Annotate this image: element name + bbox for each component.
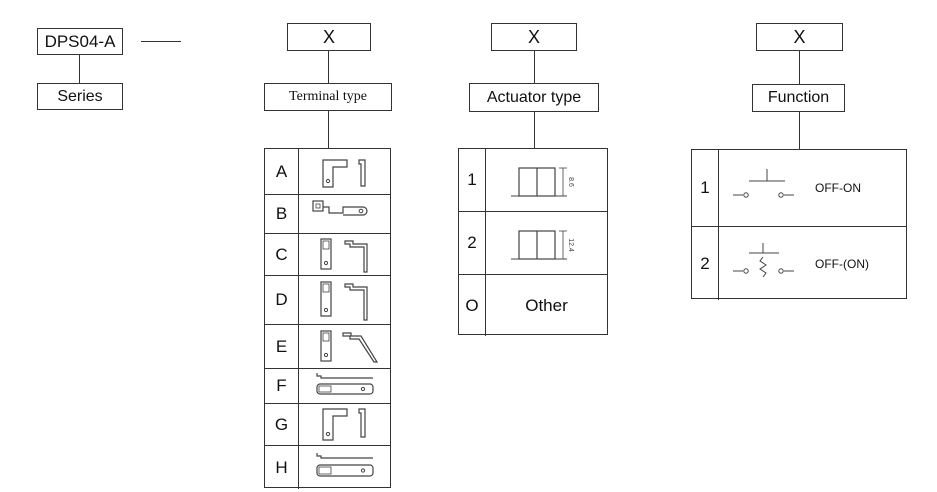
function-table: 1 OFF-ON 2 OFF-(ON	[691, 149, 907, 300]
terminal-placeholder: X	[322, 26, 335, 47]
terminal-c-icon	[299, 234, 390, 275]
function-placeholder: X	[793, 26, 806, 47]
actuator-connector-bottom	[534, 112, 535, 148]
function-label: Function	[767, 89, 830, 106]
terminal-code-b: B	[265, 195, 299, 233]
actuator-placeholder: X	[527, 26, 540, 47]
terminal-g-icon	[299, 404, 390, 445]
terminal-row-d: D	[265, 276, 390, 325]
actuator-row-1: 1 8.6	[459, 149, 607, 212]
terminal-row-h: H	[265, 446, 390, 489]
function-2-text: OFF-(ON)	[815, 256, 869, 271]
function-1-cell: OFF-ON	[719, 150, 906, 226]
function-placeholder-box: X	[756, 23, 843, 51]
actuator-connector-top	[534, 51, 535, 83]
terminal-row-f: F	[265, 369, 390, 404]
terminal-code-g: G	[265, 404, 299, 445]
terminal-label: Terminal type	[289, 89, 367, 104]
terminal-row-a: A	[265, 149, 390, 195]
terminal-label-box: Terminal type	[264, 83, 392, 111]
terminal-a-icon	[299, 149, 390, 194]
terminal-code-d: D	[265, 276, 299, 324]
terminal-code-c: C	[265, 234, 299, 275]
model-dash	[141, 41, 181, 42]
actuator-table: 1 8.6 2 12.4 O Other	[458, 148, 608, 336]
terminal-d-icon	[299, 276, 390, 324]
function-1-text: OFF-ON	[815, 181, 861, 195]
series-label: Series	[57, 87, 103, 105]
actuator-1-dimension: 8.6	[567, 177, 574, 187]
terminal-row-g: G	[265, 404, 390, 446]
terminal-code-e: E	[265, 325, 299, 368]
actuator-label: Actuator type	[486, 88, 582, 106]
actuator-2-drawing: 12.4	[486, 212, 607, 274]
function-2-cell: OFF-(ON)	[719, 227, 906, 300]
function-code-1: 1	[692, 150, 719, 226]
actuator-code-other: O	[459, 275, 486, 336]
terminal-table: A B C	[264, 148, 391, 489]
model-code-box: DPS04-A	[37, 28, 123, 55]
function-connector-bottom	[799, 112, 800, 149]
actuator-1-drawing: 8.6	[486, 149, 607, 211]
actuator-code-2: 2	[459, 212, 486, 274]
series-label-box: Series	[37, 83, 123, 110]
terminal-b-icon	[299, 195, 390, 233]
terminal-connector-top	[328, 51, 329, 83]
actuator-row-2: 2 12.4	[459, 212, 607, 275]
terminal-row-e: E	[265, 325, 390, 369]
terminal-h-icon	[299, 446, 390, 489]
terminal-code-a: A	[265, 149, 299, 194]
switch-momentary-icon	[733, 242, 794, 277]
terminal-row-b: B	[265, 195, 390, 234]
function-connector-top	[799, 51, 800, 84]
terminal-placeholder-box: X	[287, 23, 371, 51]
terminal-connector-bottom	[328, 111, 329, 148]
terminal-code-f: F	[265, 369, 299, 403]
actuator-2-dimension: 12.4	[567, 238, 574, 252]
actuator-other-label: Other	[525, 295, 568, 315]
terminal-f-icon	[299, 369, 390, 403]
series-connector	[79, 55, 80, 83]
terminal-code-h: H	[265, 446, 299, 489]
function-row-2: 2 OFF-(ON)	[692, 227, 906, 300]
terminal-e-icon	[299, 325, 390, 368]
model-code: DPS04-A	[44, 31, 116, 51]
switch-off-on-icon	[733, 169, 794, 198]
function-code-2: 2	[692, 227, 719, 300]
actuator-label-box: Actuator type	[469, 83, 599, 112]
function-row-1: 1 OFF-ON	[692, 150, 906, 227]
terminal-row-c: C	[265, 234, 390, 276]
actuator-row-other: O Other	[459, 275, 607, 336]
actuator-code-1: 1	[459, 149, 486, 211]
actuator-placeholder-box: X	[491, 23, 577, 51]
function-label-box: Function	[752, 84, 845, 112]
